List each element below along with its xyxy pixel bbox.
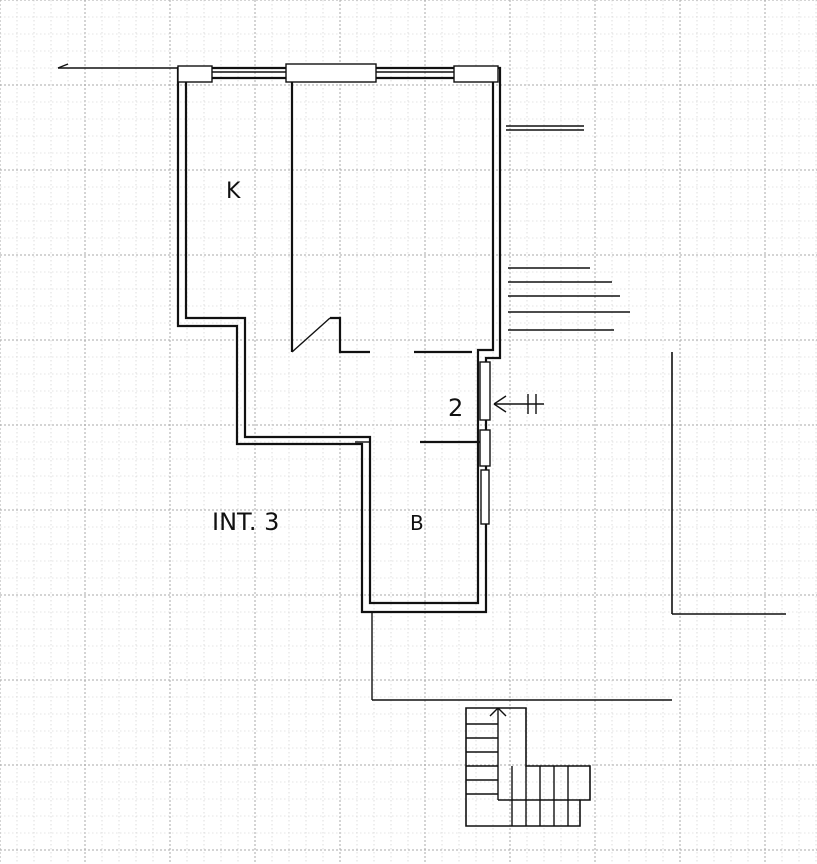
- top-windows: [177, 63, 499, 83]
- right-frame: [671, 352, 786, 615]
- kitchen-partition: [290, 82, 486, 444]
- outer-walls: [176, 66, 502, 614]
- room-label-bath: B: [410, 511, 424, 535]
- floor-number-label: 2: [448, 394, 463, 422]
- right-wall-openings: [479, 361, 491, 525]
- unit-label: INT. 3: [212, 508, 279, 536]
- entrance-arrow: [493, 394, 544, 414]
- site-outline: [371, 612, 672, 701]
- room-label-kitchen: K: [226, 179, 241, 204]
- staircase: [465, 707, 591, 827]
- right-hatch-lines: [506, 125, 630, 331]
- left-leader-line: [57, 63, 178, 69]
